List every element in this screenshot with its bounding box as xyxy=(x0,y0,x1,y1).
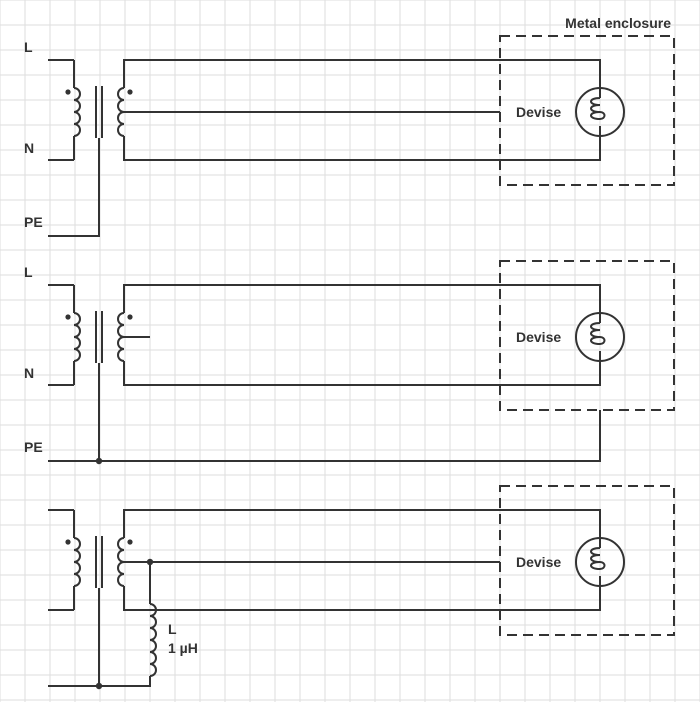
device-label-1: Devise xyxy=(516,104,561,120)
transformer-core-2 xyxy=(95,311,103,363)
polarity-dot-primary-3 xyxy=(65,539,71,545)
pe-wire-2 xyxy=(48,363,601,462)
inductor-coil-3 xyxy=(149,603,157,677)
polarity-dot-primary-1 xyxy=(65,89,71,95)
circuit-3: L 1 µH Devise xyxy=(48,485,675,690)
polarity-dot-secondary-2 xyxy=(127,314,133,320)
secondary-coil-2 xyxy=(117,312,125,362)
metal-enclosure-3 xyxy=(499,485,675,636)
device-filament-3 xyxy=(590,536,606,588)
pe-junction-2 xyxy=(95,457,103,465)
inductor-wiring-3 xyxy=(48,562,151,687)
pe-wire-1 xyxy=(48,138,100,237)
metal-enclosure-2 xyxy=(499,260,675,411)
inductor-name-label: L xyxy=(168,621,177,637)
primary-coil-1 xyxy=(73,87,81,137)
secondary-wiring-3 xyxy=(123,509,601,611)
primary-wiring-3 xyxy=(48,509,75,611)
terminal-label-pe-2: PE xyxy=(24,439,43,455)
primary-wiring-1 xyxy=(48,59,75,161)
primary-wiring-2 xyxy=(48,284,75,386)
terminal-label-l-2: L xyxy=(24,264,33,280)
terminal-label-n-2: N xyxy=(24,365,34,381)
ground-junction-3 xyxy=(95,682,103,690)
secondary-wiring-2 xyxy=(123,284,601,386)
enclosure-label: Metal enclosure xyxy=(565,15,671,31)
polarity-dot-secondary-3 xyxy=(127,539,133,545)
transformer-core-3 xyxy=(95,536,103,588)
terminal-label-n-1: N xyxy=(24,140,34,156)
device-filament-1 xyxy=(590,86,606,138)
device-filament-2 xyxy=(590,311,606,363)
device-label-3: Devise xyxy=(516,554,561,570)
transformer-core-1 xyxy=(95,86,103,138)
secondary-coil-3 xyxy=(117,537,125,587)
polarity-dot-primary-2 xyxy=(65,314,71,320)
metal-enclosure-1 xyxy=(499,35,675,186)
terminal-label-pe-1: PE xyxy=(24,214,43,230)
terminal-label-l-1: L xyxy=(24,39,33,55)
polarity-dot-secondary-1 xyxy=(127,89,133,95)
circuit-1: Metal enclosure L N PE Devise xyxy=(24,15,675,237)
primary-coil-3 xyxy=(73,537,81,587)
primary-coil-2 xyxy=(73,312,81,362)
inductor-value-label: 1 µH xyxy=(168,640,198,656)
secondary-wiring-1 xyxy=(123,59,601,161)
secondary-coil-1 xyxy=(117,87,125,137)
circuit-2: L N PE Devise xyxy=(24,260,675,465)
device-label-2: Devise xyxy=(516,329,561,345)
